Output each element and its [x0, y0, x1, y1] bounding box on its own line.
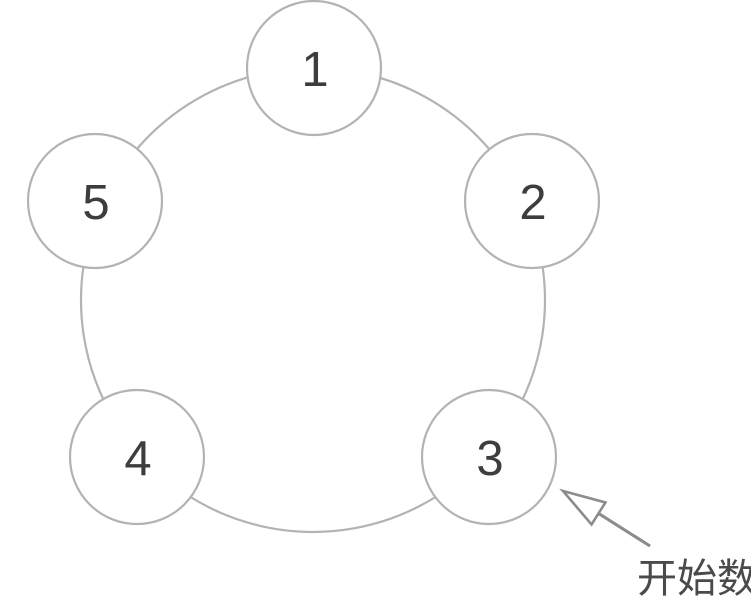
start-annotation-group: 开始数 [559, 488, 751, 602]
node-circle-5[interactable] [26, 132, 164, 270]
start-annotation-arrow-line [592, 508, 651, 548]
ring-node-2[interactable]: 2 [463, 132, 601, 270]
node-circle-1[interactable] [245, 0, 383, 137]
node-circle-2[interactable] [463, 132, 601, 270]
node-label-3: 3 [476, 432, 503, 486]
ring-node-1[interactable]: 1 [245, 0, 383, 137]
ring-link-1-2 [374, 75, 493, 153]
ring-node-4[interactable]: 4 [68, 388, 206, 526]
start-annotation-label: 开始数 [637, 556, 751, 602]
ring-link-5-1 [133, 74, 254, 153]
node-label-5: 5 [82, 176, 109, 230]
ring-node-3[interactable]: 3 [420, 388, 558, 526]
ring-node-5[interactable]: 5 [26, 132, 164, 270]
ring-arcs-group [79, 74, 547, 534]
ring-link-3-4 [185, 493, 441, 534]
node-circle-4[interactable] [68, 388, 206, 526]
node-circle-3[interactable] [420, 388, 558, 526]
ring-link-2-3 [519, 262, 547, 405]
node-label-4: 4 [124, 432, 151, 486]
node-label-1: 1 [301, 43, 328, 97]
node-label-2: 2 [519, 176, 546, 230]
ring-link-4-5 [79, 262, 107, 405]
start-annotation-arrowhead-icon [559, 488, 608, 527]
ring-nodes-group: 1 2 3 4 5 [26, 0, 601, 526]
